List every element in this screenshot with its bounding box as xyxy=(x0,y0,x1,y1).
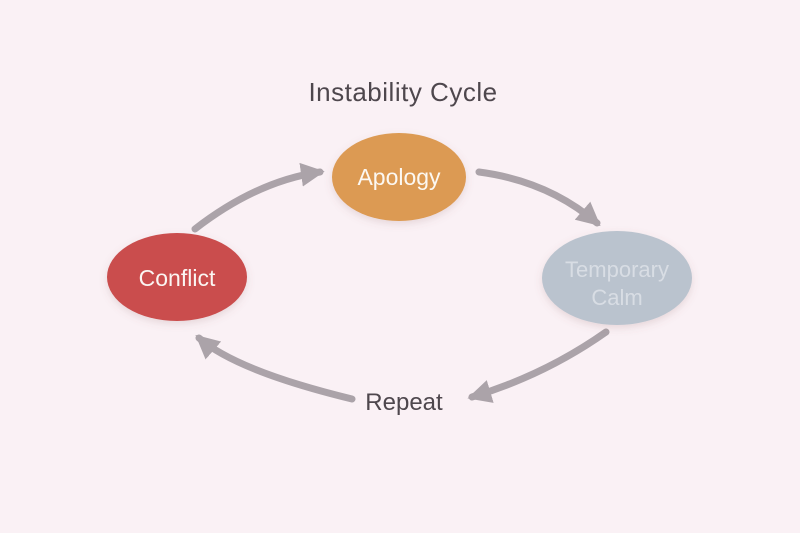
node-temporary-calm-ellipse xyxy=(542,231,692,325)
node-apology: Apology xyxy=(332,133,466,221)
node-conflict: Conflict xyxy=(107,233,247,321)
arrow-apology-to-temporary-calm xyxy=(475,168,601,227)
node-temporary-calm-label-line1: Temporary xyxy=(565,257,669,282)
node-apology-ellipse xyxy=(332,133,466,221)
arrow-temporary-calm-to-repeat xyxy=(467,328,610,403)
node-temporary-calm: Temporary Calm xyxy=(542,231,692,325)
arrow-conflict-to-apology xyxy=(191,162,325,233)
diagram-title: Instability Cycle xyxy=(308,77,497,107)
cycle-label-repeat: Repeat xyxy=(365,389,443,416)
node-conflict-label: Conflict xyxy=(139,265,216,291)
node-conflict-ellipse xyxy=(107,233,247,321)
node-apology-label: Apology xyxy=(357,164,441,190)
arrow-repeat-to-conflict xyxy=(195,334,356,403)
node-temporary-calm-label-line2: Calm xyxy=(591,285,642,310)
